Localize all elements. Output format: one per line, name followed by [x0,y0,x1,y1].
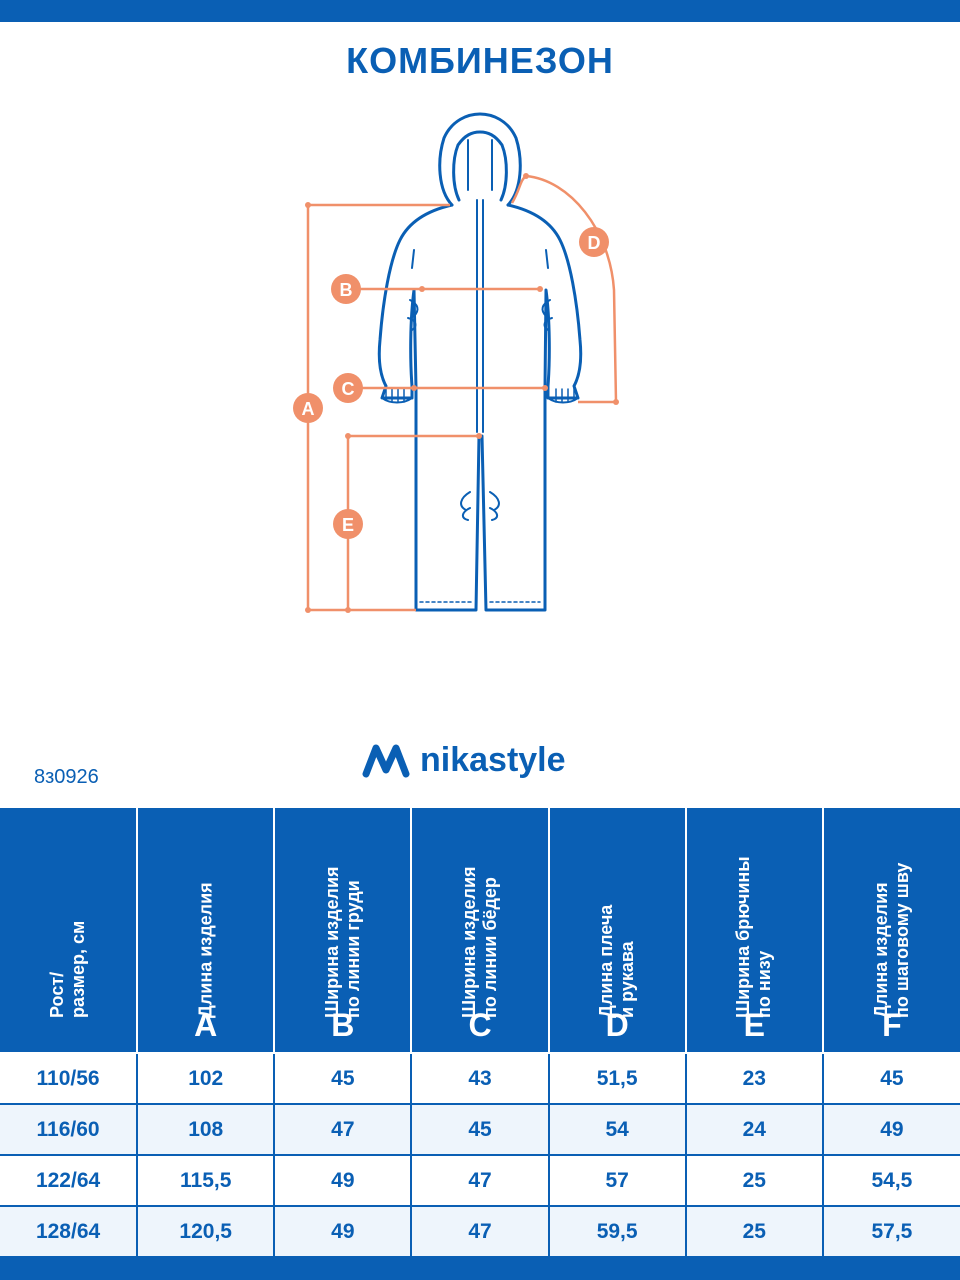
table-cell: 45 [410,1103,550,1156]
table-cell: 57,5 [821,1205,960,1258]
header-letter: B [331,1007,355,1043]
table-cell: 49 [821,1103,960,1156]
header-label: Рост/ размер, см [47,920,89,1018]
header-letter: D [605,1007,629,1043]
brand-logo: nikastyle [362,736,566,784]
header-letter: A [194,1007,218,1043]
label-A: A [293,393,323,423]
header-letter: C [468,1007,492,1043]
table-cell: 54,5 [821,1154,960,1207]
table-cell: 47 [273,1103,413,1156]
table-cell: 115,5 [136,1154,276,1207]
table-cell: 102 [136,1052,276,1105]
article-number: 8з0926 [34,766,99,788]
label-D: D [579,227,609,257]
label-B: B [331,274,361,304]
table-cell: 51,5 [547,1052,687,1105]
table-cell: 45 [821,1052,960,1105]
measurement-lines [306,174,618,612]
measurement-dots [305,173,619,613]
table-cell: 49 [273,1205,413,1258]
nikastyle-wave-logo-icon [362,744,410,778]
table-cell: 122/64 [0,1154,139,1207]
label-C: C [333,373,363,403]
jumpsuit-diagram: A B C D E [293,112,619,613]
table-cell: 54 [547,1103,687,1156]
svg-text:B: B [340,280,353,300]
top-bar [0,0,960,22]
table-cell: 128/64 [0,1205,139,1258]
table-cell: 49 [273,1154,413,1207]
table-cell: 47 [410,1205,550,1258]
table-cell: 47 [410,1154,550,1207]
table-cell: 116/60 [0,1103,139,1156]
label-E: E [333,509,363,539]
header-label: Длина изделия [195,882,216,1018]
header-letter: F [882,1007,902,1043]
table-cell: 110/56 [0,1052,139,1105]
svg-text:E: E [342,515,354,535]
table-cell: 45 [273,1052,413,1105]
table-cell: 25 [684,1205,824,1258]
brand-name: nikastyle [420,740,566,779]
table-cell: 120,5 [136,1205,276,1258]
page-title: КОМБИНЕЗОН [346,40,614,81]
header-label: Ширина изделия по линии груди [321,866,363,1018]
header-label: Ширина изделия по линии бёдер [458,866,500,1018]
table-cell: 43 [410,1052,550,1105]
table-cell: 108 [136,1103,276,1156]
table-cell: 23 [684,1052,824,1105]
table-cell: 25 [684,1154,824,1207]
bottom-bar [0,1258,960,1280]
header-label: Ширина брючины по низу [733,856,775,1018]
header-label: Длина плеча и рукава [596,904,638,1018]
svg-text:C: C [342,379,355,399]
header-label: Длина изделия по шаговому шву [870,862,912,1018]
table-cell: 24 [684,1103,824,1156]
svg-text:A: A [302,399,315,419]
table-cell: 57 [547,1154,687,1207]
svg-text:D: D [588,233,601,253]
header-letter: E [743,1007,765,1043]
table-header-cell: Рост/ размер, см [0,806,139,1054]
table-cell: 59,5 [547,1205,687,1258]
jumpsuit-outline [377,112,583,612]
